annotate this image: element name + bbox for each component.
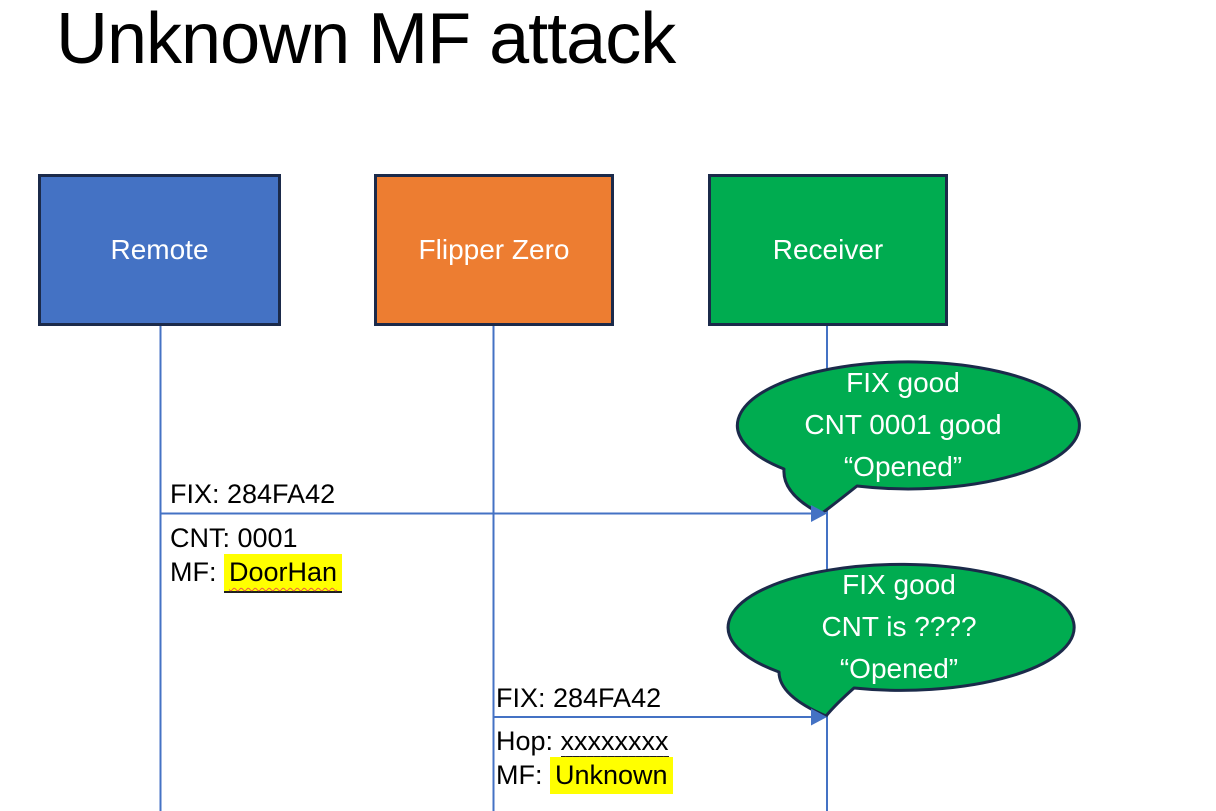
message2-hop-prefix: Hop:	[496, 726, 561, 756]
message1-mf-prefix: MF:	[170, 557, 224, 587]
message1-mf-value-highlighted: DoorHan	[224, 554, 343, 593]
callout2-text: FIX good CNT is ???? “Opened”	[727, 564, 1071, 690]
message1-label-above: FIX: 284FA42	[170, 477, 335, 511]
actor-label-remote: Remote	[110, 234, 209, 265]
callout1-line2: CNT 0001 good	[804, 409, 1002, 440]
message2-hop: Hop: xxxxxxxx	[496, 724, 673, 758]
actor-label-flipper-zero: Flipper Zero	[418, 234, 570, 265]
message1-fix: FIX: 284FA42	[170, 479, 336, 509]
message1-label-below: CNT: 0001 MF: DoorHan	[170, 521, 343, 593]
message2-hop-value-underlined: xxxxxxxx	[560, 726, 669, 758]
callout2-line3: “Opened”	[839, 653, 959, 684]
arrowhead-flipper-to-receiver	[811, 708, 827, 726]
callout2-line2: CNT is ????	[821, 611, 977, 642]
callout-bubble-1	[735, 360, 1081, 516]
arrowhead-remote-to-receiver	[811, 505, 827, 522]
callout1-text: FIX good CNT 0001 good “Opened”	[731, 362, 1075, 488]
message2-mf-value-highlighted: Unknown	[550, 757, 673, 794]
message2-label-above: FIX: 284FA42	[496, 681, 661, 715]
callout1-line1: FIX good	[846, 367, 960, 398]
message1-mf: MF: DoorHan	[170, 554, 343, 593]
message2-fix: FIX: 284FA42	[496, 683, 662, 713]
message2-label-below: Hop: xxxxxxxx MF: Unknown	[496, 724, 673, 794]
actor-box-remote: Remote	[38, 174, 281, 326]
callout2-line1: FIX good	[842, 569, 956, 600]
actor-label-receiver: Receiver	[772, 234, 884, 265]
slide-title: Unknown MF attack	[56, 0, 676, 79]
actor-box-flipper-zero: Flipper Zero	[374, 174, 614, 326]
actor-box-receiver: Receiver	[708, 174, 948, 326]
message1-cnt: CNT: 0001	[170, 523, 298, 553]
message2-mf-prefix: MF:	[496, 760, 550, 790]
callout-bubble-2	[726, 562, 1076, 718]
message2-mf: MF: Unknown	[496, 757, 673, 794]
callout1-line3: “Opened”	[843, 451, 963, 482]
